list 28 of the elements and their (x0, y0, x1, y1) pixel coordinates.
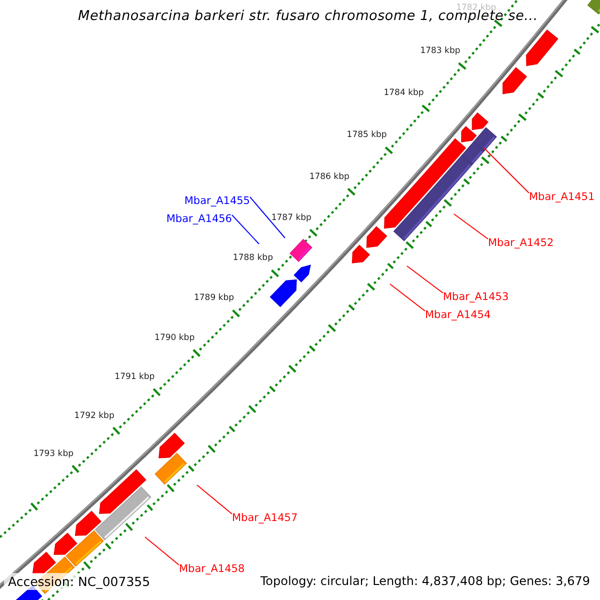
position-label: 1790 kbp (154, 333, 195, 343)
leader-line (144, 536, 180, 566)
position-label: 1793 kbp (33, 448, 74, 459)
leader-line (484, 148, 530, 194)
leader-line (250, 196, 286, 238)
position-label: 1791 kbp (114, 372, 155, 382)
gene-label: Mbar_A1456 (166, 213, 232, 226)
position-label: 1784 kbp (384, 88, 424, 98)
leader-line (454, 214, 488, 240)
leader-line (406, 266, 444, 294)
leader-line (196, 484, 232, 514)
position-label: 1792 kbp (74, 410, 114, 421)
gene-label: Mbar_A1452 (488, 237, 554, 250)
position-label: 1785 kbp (346, 130, 387, 140)
position-label: 1786 kbp (309, 172, 350, 182)
gene-label: Mbar_A1457 (232, 512, 298, 525)
gene-label: Mbar_A1453 (443, 291, 509, 304)
gene-label: Mbar_A1454 (425, 309, 491, 322)
position-label: 1789 kbp (194, 293, 234, 304)
position-label: 1788 kbp (232, 253, 273, 264)
summary-label: Topology: circular; Length: 4,837,408 bp; Genes: 3,679 (258, 573, 592, 589)
position-label: 1783 kbp (420, 46, 460, 56)
leader-line (232, 214, 260, 244)
gene-label: Mbar_A1451 (529, 191, 595, 204)
gene-label: Mbar_A1458 (179, 563, 245, 576)
position-label: 1787 kbp (271, 212, 312, 223)
leader-line (390, 284, 426, 312)
gene-label: Mbar_A1455 (184, 195, 250, 208)
